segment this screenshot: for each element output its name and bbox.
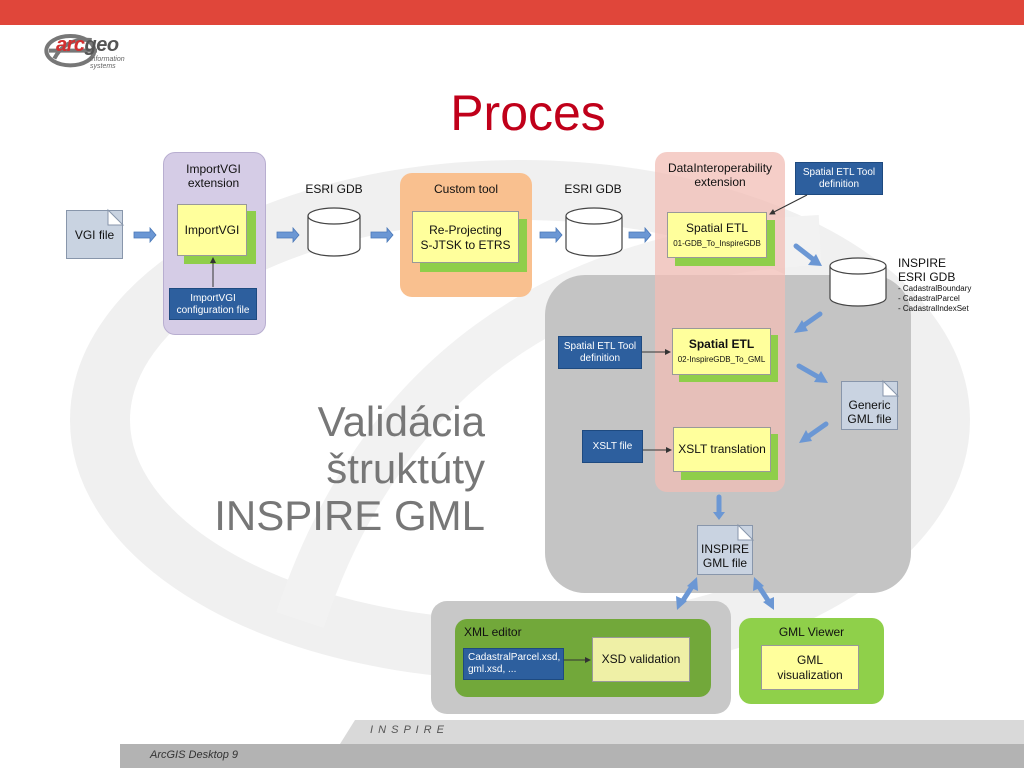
footer-inspire-bar bbox=[330, 720, 1024, 744]
arrowhead-3-icon bbox=[814, 371, 828, 383]
footer-product-text: ArcGIS Desktop 9 bbox=[150, 749, 239, 761]
xsd-validation-node: XSD validation bbox=[592, 637, 690, 682]
def-to-etl1-arrow bbox=[769, 194, 808, 215]
arcgeo-logo-icon bbox=[44, 34, 97, 68]
validation-heading: Validácia štruktúty INSPIRE GML bbox=[214, 398, 485, 539]
custom-tool-label: Custom tool bbox=[433, 182, 499, 196]
logo-text: arcgeo bbox=[56, 34, 119, 56]
xslt-translation-node: XSLT translation bbox=[673, 427, 771, 472]
gdb1-to-reproject-arrow-icon bbox=[370, 226, 394, 244]
esri-gdb-1-cylinder-icon bbox=[307, 207, 361, 257]
vgi-to-import-arrow-icon bbox=[133, 226, 157, 244]
arrowhead-8-icon bbox=[753, 577, 764, 591]
esri-gdb-1-label: ESRI GDB bbox=[305, 182, 363, 196]
inspire-gdb-cylinder-icon bbox=[829, 257, 887, 307]
import-to-gdb1-arrow-icon bbox=[276, 226, 300, 244]
arrowhead-7-icon bbox=[676, 596, 687, 610]
top-accent-bar bbox=[0, 0, 1024, 25]
generic-to-xslt-arrow bbox=[803, 421, 829, 441]
etl1-to-inspiregdb-arrow bbox=[793, 243, 817, 263]
etl2-to-generic-arrow bbox=[796, 363, 823, 381]
xsd-files-node: CadastralParcel.xsd,gml.xsd, ... bbox=[463, 648, 564, 680]
xslt-file-node: XSLT file bbox=[582, 430, 643, 463]
importvgi-node: ImportVGI bbox=[177, 204, 247, 256]
vgi-file-fold-icon bbox=[107, 208, 125, 226]
generic-gml-fold-icon bbox=[882, 379, 900, 397]
gml-viewer-label: GML Viewer bbox=[778, 625, 845, 639]
arrowhead-4-icon bbox=[799, 430, 812, 443]
inspire-gml-fold-icon bbox=[737, 523, 755, 541]
footer-inspire-text: I N S P I R E bbox=[370, 724, 445, 736]
esri-gdb-2-label: ESRI GDB bbox=[564, 182, 622, 196]
arrowhead-2-icon bbox=[794, 320, 808, 333]
arrowhead-5-icon bbox=[713, 512, 725, 520]
footer-product-bar bbox=[120, 744, 1024, 768]
page-title: Proces bbox=[450, 85, 606, 141]
xml-editor-label: XML editor bbox=[464, 625, 522, 639]
gdb2-to-etl1-arrow-icon bbox=[628, 226, 652, 244]
arrowhead-9-icon bbox=[763, 597, 774, 610]
arrowhead-1-icon bbox=[808, 254, 822, 266]
arrowhead-6-icon bbox=[687, 577, 698, 591]
reproject-to-gdb2-arrow-icon bbox=[539, 226, 563, 244]
esri-gdb-2-cylinder-icon bbox=[565, 207, 623, 257]
